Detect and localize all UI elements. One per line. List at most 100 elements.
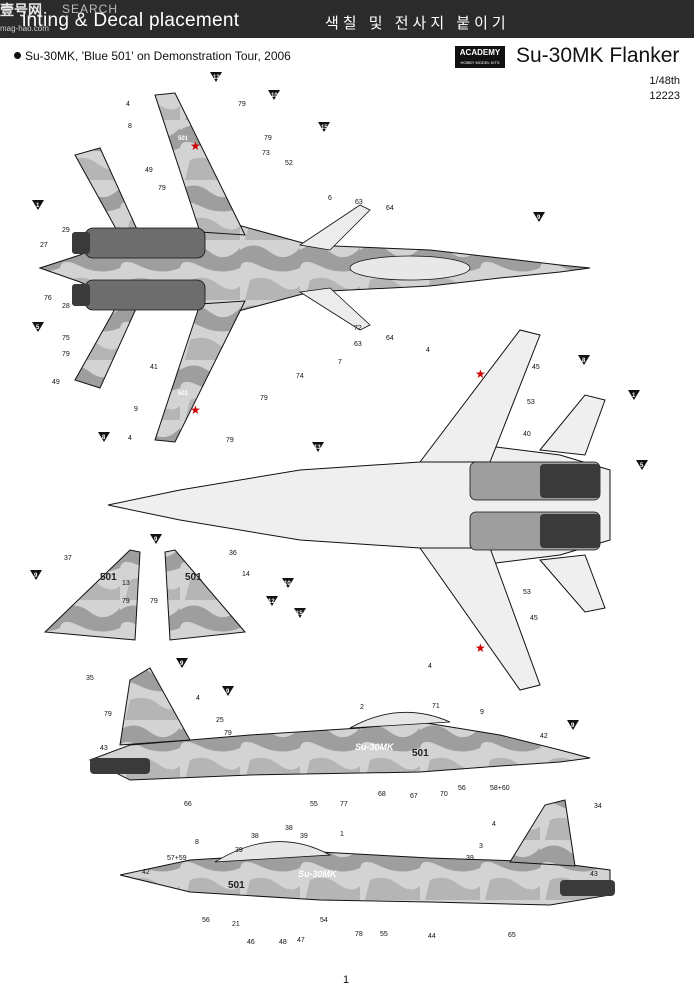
color-mark-9: 9 — [533, 212, 545, 222]
color-mark-5-label: 5 — [36, 325, 40, 331]
brand-logo-subtext: HOBBY MODEL KITS — [460, 60, 500, 65]
color-mark-10-label: 10 — [271, 93, 278, 99]
callout: 66 — [184, 801, 192, 808]
callout: 79 — [62, 351, 70, 358]
color-mark-15b: 15 — [294, 608, 306, 618]
color-mark-8b-label: 8 — [582, 358, 586, 364]
color-mark-9d-label: 9 — [180, 661, 184, 667]
callout: 75 — [62, 335, 70, 342]
page-number: 1 — [343, 974, 350, 986]
callout: 7 — [338, 359, 342, 366]
brand-logo: ACADEMY HOBBY MODEL KITS — [455, 46, 505, 68]
callout: 44 — [428, 933, 436, 940]
fin-tail-code-right: 501 — [185, 572, 202, 583]
bottom-view-aircraft: ★ ★ — [107, 329, 611, 691]
callout: 63 — [355, 199, 363, 206]
bullet-icon — [14, 52, 21, 60]
header-title: inting & Decal placement — [22, 10, 240, 31]
callout: 4 — [426, 347, 430, 354]
callout: 38 — [251, 833, 259, 840]
color-mark-11: 12 — [210, 72, 222, 82]
callouts-top-view: 4 8 79 79 73 49 52 79 6 63 64 27 29 76 2… — [40, 101, 394, 444]
color-mark-8b: 8 — [578, 355, 590, 365]
callout: 13 — [122, 580, 130, 587]
callout: 58+60 — [490, 785, 510, 792]
color-mark-5b-label: 5 — [640, 463, 644, 469]
callout: 4 — [428, 663, 432, 670]
side-view-aircraft: Su-30MK 501 — [88, 667, 591, 781]
callout: 52 — [285, 160, 293, 167]
callouts-fins: 37 36 13 14 79 79 — [64, 550, 250, 605]
callout: 49 — [145, 167, 153, 174]
callout: 78 — [355, 931, 363, 938]
scheme-subtitle: Su-30MK, 'Blue 501' on Demonstration Tou… — [14, 49, 291, 63]
fin-views: 501 501 — [43, 549, 246, 641]
callout: 79 — [150, 598, 158, 605]
callout: 34 — [594, 803, 602, 810]
callout: 73 — [262, 150, 270, 157]
callout: 47 — [297, 937, 305, 944]
callout: 28 — [62, 303, 70, 310]
color-markers: 12 10 15 1 9 5 8 8 1 13 5 9 9 10 12 15 9… — [30, 72, 648, 730]
side-tail-code: 501 — [412, 748, 429, 759]
callout: 40 — [523, 431, 531, 438]
color-mark-9f: 9 — [567, 720, 579, 730]
callout: 38 — [285, 825, 293, 832]
callout: 64 — [386, 205, 394, 212]
callout: 43 — [100, 745, 108, 752]
color-mark-9b-label: 9 — [154, 537, 158, 543]
color-mark-8: 8 — [98, 432, 110, 442]
callout: 39 — [466, 855, 474, 862]
callout: 65 — [508, 932, 516, 939]
callout: 67 — [410, 793, 418, 800]
callout: 39 — [235, 847, 243, 854]
color-mark-9c: 9 — [30, 570, 42, 580]
callout: 45 — [532, 364, 540, 371]
callout: 35 — [86, 675, 94, 682]
color-mark-12-label: 13 — [314, 445, 321, 451]
tail-code-top-2: 501 — [178, 391, 189, 397]
red-star-icon: ★ — [190, 139, 201, 153]
color-mark-11b: 12 — [266, 596, 278, 606]
scheme-subtitle-text: Su-30MK, 'Blue 501' on Demonstration Tou… — [25, 49, 291, 63]
color-mark-11b-label: 12 — [268, 599, 275, 605]
callout: 36 — [229, 550, 237, 557]
color-mark-5: 5 — [32, 322, 44, 332]
callout: 48 — [279, 939, 287, 946]
red-star-icon: ★ — [190, 403, 201, 417]
color-mark-9e-label: 9 — [226, 689, 230, 695]
callout: 45 — [530, 615, 538, 622]
opposite-side-view-aircraft: 501 Su-30MK — [119, 799, 615, 906]
callout: 79 — [104, 711, 112, 718]
callout: 42 — [142, 869, 150, 876]
color-mark-12: 13 — [312, 442, 324, 452]
color-mark-15-label: 15 — [321, 125, 328, 131]
callout: 29 — [62, 227, 70, 234]
color-mark-10b: 10 — [282, 578, 294, 588]
callout: 37 — [64, 555, 72, 562]
top-view-aircraft: 501 501 ★ ★ — [38, 92, 591, 443]
color-mark-15: 15 — [318, 122, 330, 132]
watermark-url: mag-hao.com — [0, 24, 49, 33]
callout: 64 — [386, 335, 394, 342]
callout: 56 — [458, 785, 466, 792]
color-mark-1-label: 1 — [36, 203, 40, 209]
callout: 42 — [540, 733, 548, 740]
color-mark-9-label: 9 — [537, 215, 541, 221]
color-mark-1: 1 — [32, 200, 44, 210]
callout: 76 — [44, 295, 52, 302]
callout: 79 — [122, 598, 130, 605]
callout: 57+59 — [167, 855, 187, 862]
color-mark-5b: 5 — [636, 460, 648, 470]
callout: 55 — [380, 931, 388, 938]
callout: 74 — [296, 373, 304, 380]
callout: 9 — [480, 709, 484, 716]
callout: 3 — [479, 843, 483, 850]
opposite-tail-code: 501 — [228, 880, 245, 891]
fuselage-script-side: Su-30MK — [355, 742, 395, 752]
callouts-opposite-view: 8 38 38 39 1 57+59 39 42 56 21 54 78 55 … — [142, 803, 602, 946]
callouts-bottom-view: 4 45 53 40 53 45 4 — [426, 347, 540, 670]
callout: 71 — [432, 703, 440, 710]
color-mark-10b-label: 10 — [284, 581, 291, 587]
brand-logo-text: ACADEMY — [459, 48, 501, 57]
